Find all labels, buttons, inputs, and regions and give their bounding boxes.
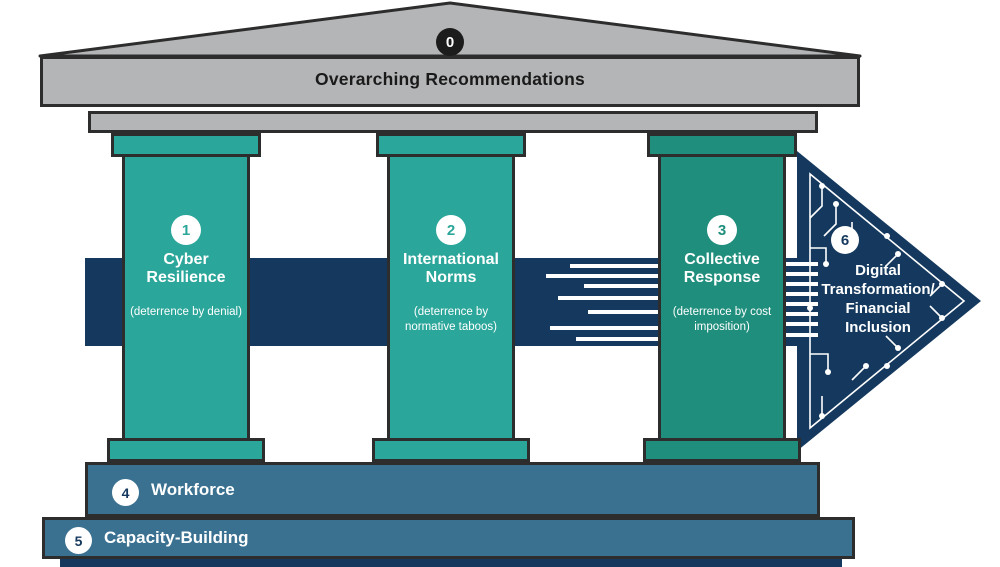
step-number-badge: 4	[112, 479, 139, 506]
speed-line	[558, 296, 658, 300]
pillar-collective-response: 3 Collective Response (deterrence by cos…	[643, 133, 801, 462]
speed-line	[762, 302, 818, 306]
speed-line	[758, 333, 818, 337]
pillar-base	[107, 438, 265, 462]
step-label: Capacity-Building	[104, 528, 249, 547]
speed-line	[588, 310, 658, 314]
pillar-title: International Norms	[402, 251, 499, 286]
speed-line	[576, 337, 658, 341]
pillar-base	[643, 438, 801, 462]
speed-line	[584, 284, 658, 288]
step-label: Workforce	[151, 479, 235, 499]
pillar-shaft	[658, 154, 786, 441]
pillar-shaft	[387, 154, 515, 441]
pillar-title: Collective Response	[683, 251, 761, 286]
speed-line	[550, 326, 658, 330]
pillar-international-norms: 2 International Norms (deterrence by nor…	[372, 133, 530, 462]
pillar-shaft	[122, 154, 250, 441]
architrave-beam	[88, 111, 818, 133]
pillar-number-badge: 1	[171, 215, 201, 245]
speed-line	[766, 282, 818, 286]
pillar-subtitle: (deterrence by denial)	[130, 306, 242, 318]
pillar-base	[372, 438, 530, 462]
step-number-badge: 5	[65, 527, 92, 554]
arrow-title: Digital Transformation/ Financial Inclus…	[821, 262, 935, 337]
pillar-title: Cyber Resilience	[146, 251, 226, 286]
foundation-bar	[60, 556, 842, 567]
pillar-subtitle: (deterrence by cost imposition)	[672, 306, 772, 333]
pillar-number-badge: 3	[707, 215, 737, 245]
pillar-cyber-resilience: 1 Cyber Resilience (deterrence by denial…	[107, 133, 265, 462]
pediment-block: Overarching Recommendations	[40, 56, 860, 107]
speed-line	[766, 322, 818, 326]
arrow-number-badge: 6	[831, 226, 859, 254]
speed-line	[762, 262, 818, 266]
step-workforce: 4 Workforce	[85, 462, 820, 517]
speed-line	[756, 292, 818, 296]
speed-line	[570, 264, 658, 268]
pillar-number-badge: 2	[436, 215, 466, 245]
pillar-subtitle: (deterrence by normative taboos)	[404, 306, 498, 333]
step-capacity-building: 5 Capacity-Building	[42, 517, 855, 559]
pediment-number-badge: 0	[436, 28, 464, 56]
pediment-title: Overarching Recommendations	[315, 69, 585, 89]
speed-line	[546, 274, 658, 278]
